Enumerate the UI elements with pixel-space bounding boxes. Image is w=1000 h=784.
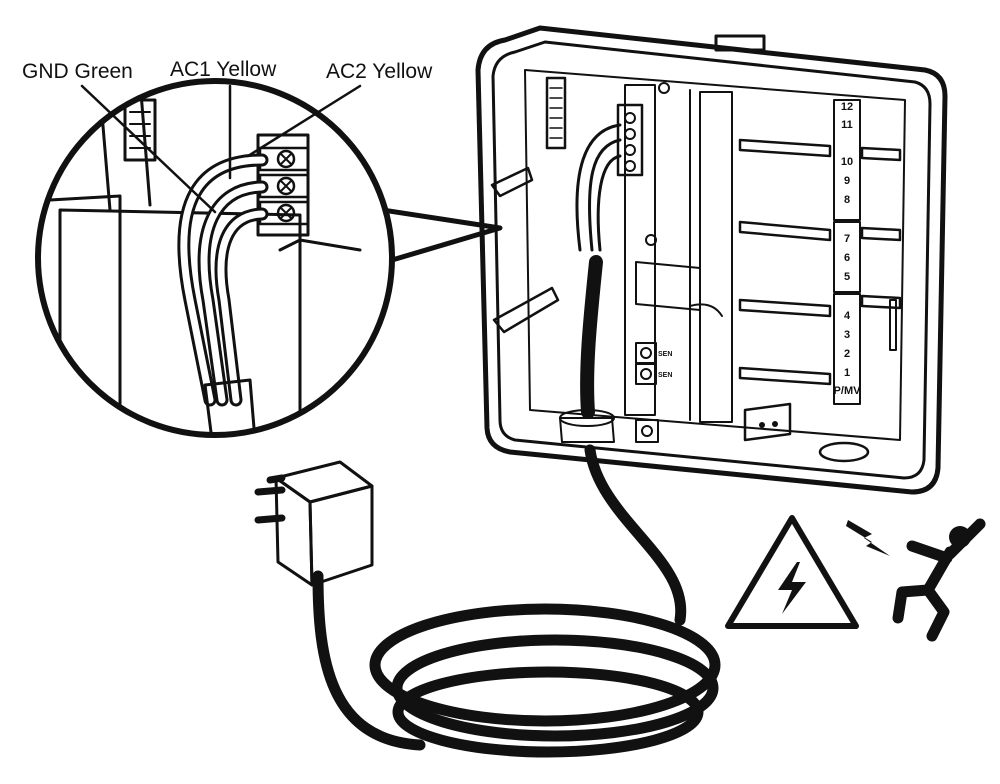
ac2-wire-label: AC2 Yellow (326, 60, 433, 83)
screw-icon (276, 176, 296, 196)
zone-number: 10 (841, 156, 853, 168)
pmv-label: P/MV (834, 385, 862, 397)
electric-shock-warning-icon (725, 515, 859, 629)
zone-number: 11 (841, 119, 853, 131)
plug-in-transformer (254, 460, 374, 587)
zone-number: 6 (844, 252, 850, 264)
zone-number: 5 (844, 271, 850, 283)
ac1-wire-label: AC1 Yellow (170, 58, 277, 81)
zone-number: 1 (844, 367, 850, 379)
screw-icon (276, 149, 296, 169)
zone-number: 4 (844, 310, 851, 322)
zone-number: 12 (841, 101, 853, 113)
magnified-callout (35, 78, 503, 438)
gnd-wire-label: GND Green (22, 60, 133, 83)
zone-number: 3 (844, 329, 850, 341)
zone-number: 2 (844, 348, 850, 360)
controller-cabinet: 12 11 10 9 8 7 6 5 4 3 2 1 P/MV (475, 25, 948, 495)
zone-number: 8 (844, 194, 850, 206)
electrocution-person-icon (846, 518, 986, 642)
power-cable (312, 444, 721, 758)
zone-strip: 12 11 10 9 8 7 6 5 4 3 2 1 P/MV (833, 99, 862, 405)
sensor-label: SEN (658, 372, 672, 379)
zone-number: 9 (844, 175, 850, 187)
screw-icon (276, 203, 296, 223)
callout-wires (177, 153, 269, 435)
callout-labels: GND Green AC1 Yellow AC2 Yellow (22, 58, 433, 214)
sensor-terminals: SEN SEN (635, 342, 672, 443)
zone-number: 7 (844, 233, 850, 245)
ac-terminal-block (616, 103, 644, 177)
sensor-label: SEN (658, 351, 672, 358)
plug-prongs (254, 474, 286, 524)
